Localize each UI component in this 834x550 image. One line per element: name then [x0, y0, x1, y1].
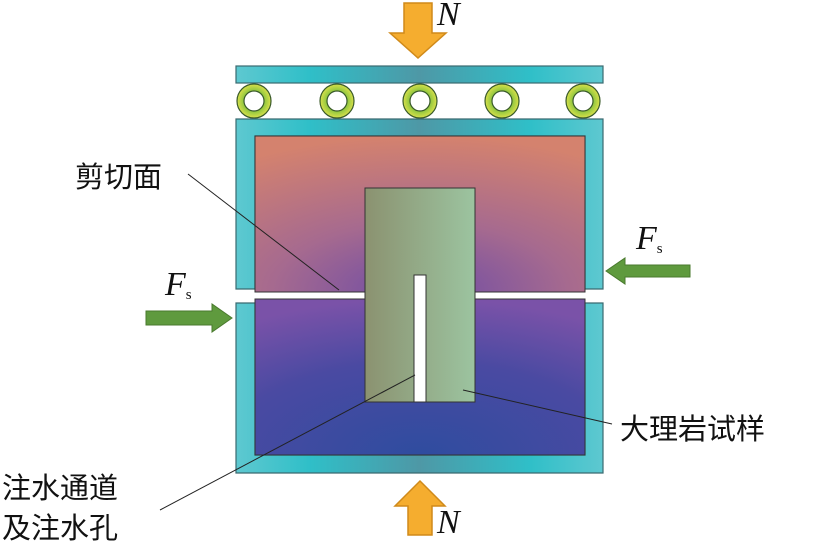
shear-plane-label: 剪切面 [75, 160, 163, 194]
shear-force-label-right: Fs [636, 222, 663, 257]
injection-hole [413, 274, 427, 403]
leader-marble-specimen [462, 389, 613, 425]
shear-force-label-left: Fs [165, 268, 192, 303]
normal-force-label-bottom: N [437, 504, 460, 541]
shear-force-arrow-left [145, 303, 233, 333]
rollers [236, 83, 601, 119]
leader-injection [159, 374, 416, 511]
top-loading-plate [235, 65, 604, 84]
shear-force-symbol: F [636, 220, 657, 257]
shear-force-symbol: F [165, 266, 186, 303]
shear-force-subscript: s [185, 287, 192, 303]
injection-channel-label-line1: 注水通道 [2, 471, 119, 505]
shear-force-subscript: s [656, 241, 663, 257]
normal-force-label-top: N [437, 0, 460, 33]
leader-shear-plane [187, 173, 340, 291]
normal-force-arrow-top [388, 2, 448, 60]
marble-specimen-label: 大理岩试样 [620, 412, 766, 446]
injection-channel-label-line2: 及注水孔 [2, 511, 119, 545]
normal-force-arrow-bottom [393, 479, 447, 536]
shear-force-arrow-right [605, 257, 691, 285]
